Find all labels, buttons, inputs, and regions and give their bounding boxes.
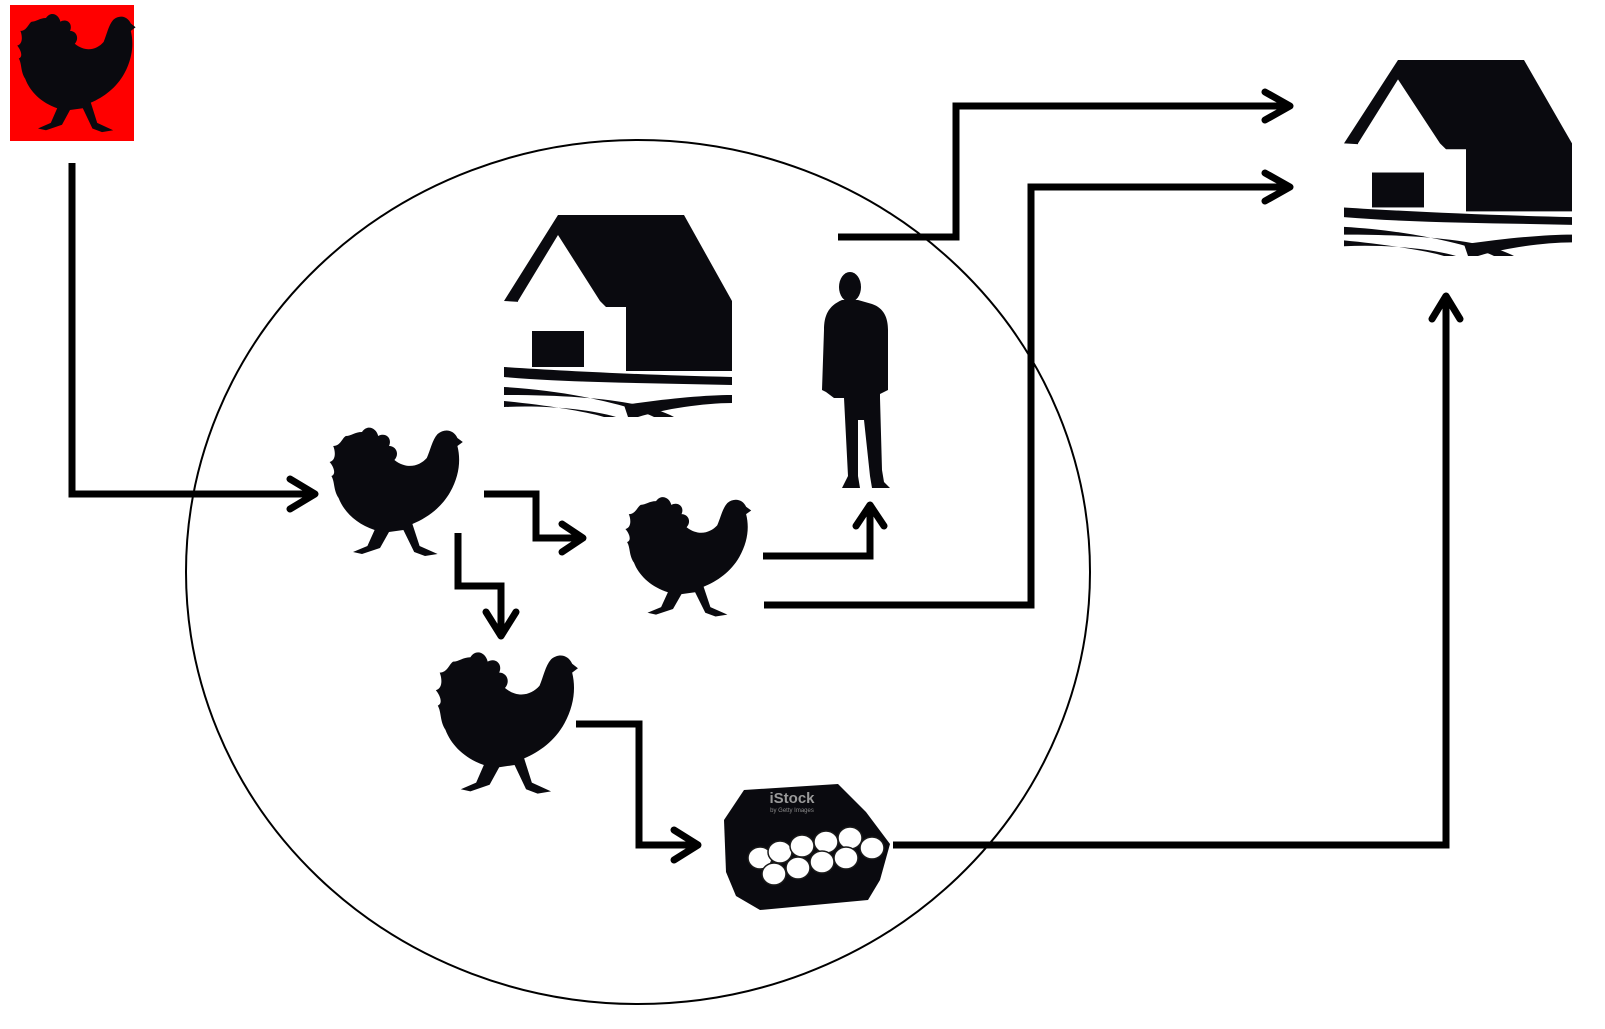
farmhouse-icon [1344,60,1572,256]
hen-icon [329,427,463,556]
watermark-brand: iStock [769,790,815,807]
arrow-source-to-hen1 [68,163,319,513]
farm-boundary-circle [185,139,1091,1005]
egg-carton-icon: iStock by Getty Images [724,784,890,910]
arrow-hen1-to-hen3 [454,533,520,640]
farmhouse-icon [504,215,732,417]
source-hen-node [10,5,136,141]
arrow-eggs-to-external-farm [893,292,1464,849]
hen-icon [625,497,752,617]
hen-icon [435,652,578,794]
person-icon [822,272,890,488]
arrow-hen2-to-farmer [763,501,888,560]
external-farm-node [1344,60,1572,256]
arrow-hen2-to-external-farm [764,169,1294,609]
arrow-hen3-to-eggs [576,720,702,864]
eggs [747,826,885,886]
flow-arrows [68,88,1464,864]
arrow-farmer-to-external-farm [838,88,1294,241]
arrow-hen1-to-hen2 [484,490,587,556]
watermark-credit: by Getty Images [770,808,814,814]
